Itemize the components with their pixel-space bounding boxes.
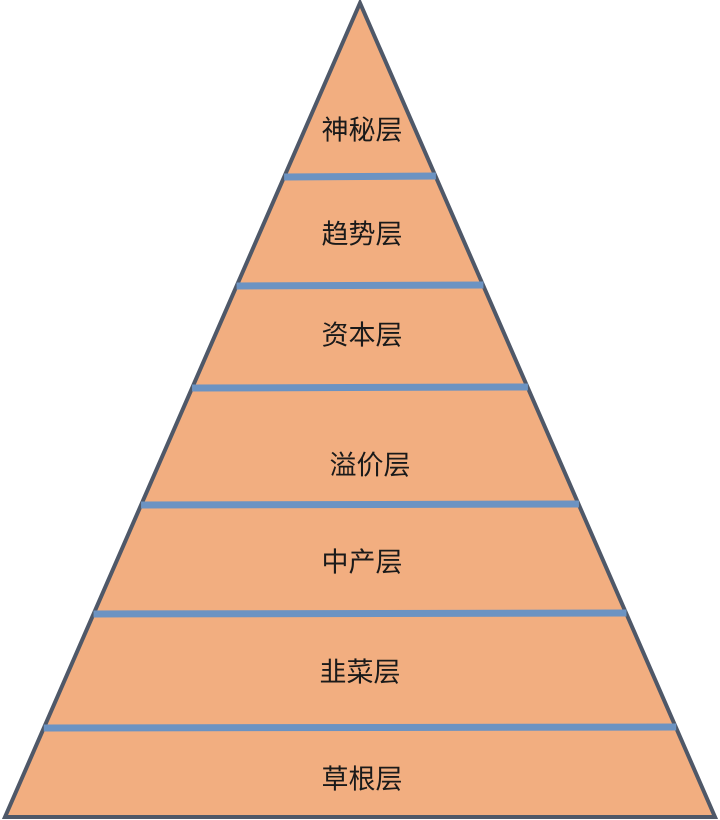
layer-divider-3 bbox=[192, 383, 528, 392]
layer-divider-5 bbox=[93, 609, 627, 618]
layer-label-3: 资本层 bbox=[321, 320, 403, 352]
layer-label-1: 神秘层 bbox=[321, 115, 403, 147]
layer-divider-4 bbox=[141, 500, 579, 509]
layer-label-6: 韭菜层 bbox=[319, 657, 401, 689]
layer-label-2: 趋势层 bbox=[321, 219, 403, 251]
layer-label-7: 草根层 bbox=[321, 764, 403, 796]
layer-label-4: 溢价层 bbox=[329, 450, 411, 482]
layer-divider-6 bbox=[43, 723, 677, 732]
layer-label-5: 中产层 bbox=[321, 547, 403, 579]
layer-divider-1 bbox=[284, 172, 436, 181]
layer-divider-2 bbox=[236, 281, 484, 290]
